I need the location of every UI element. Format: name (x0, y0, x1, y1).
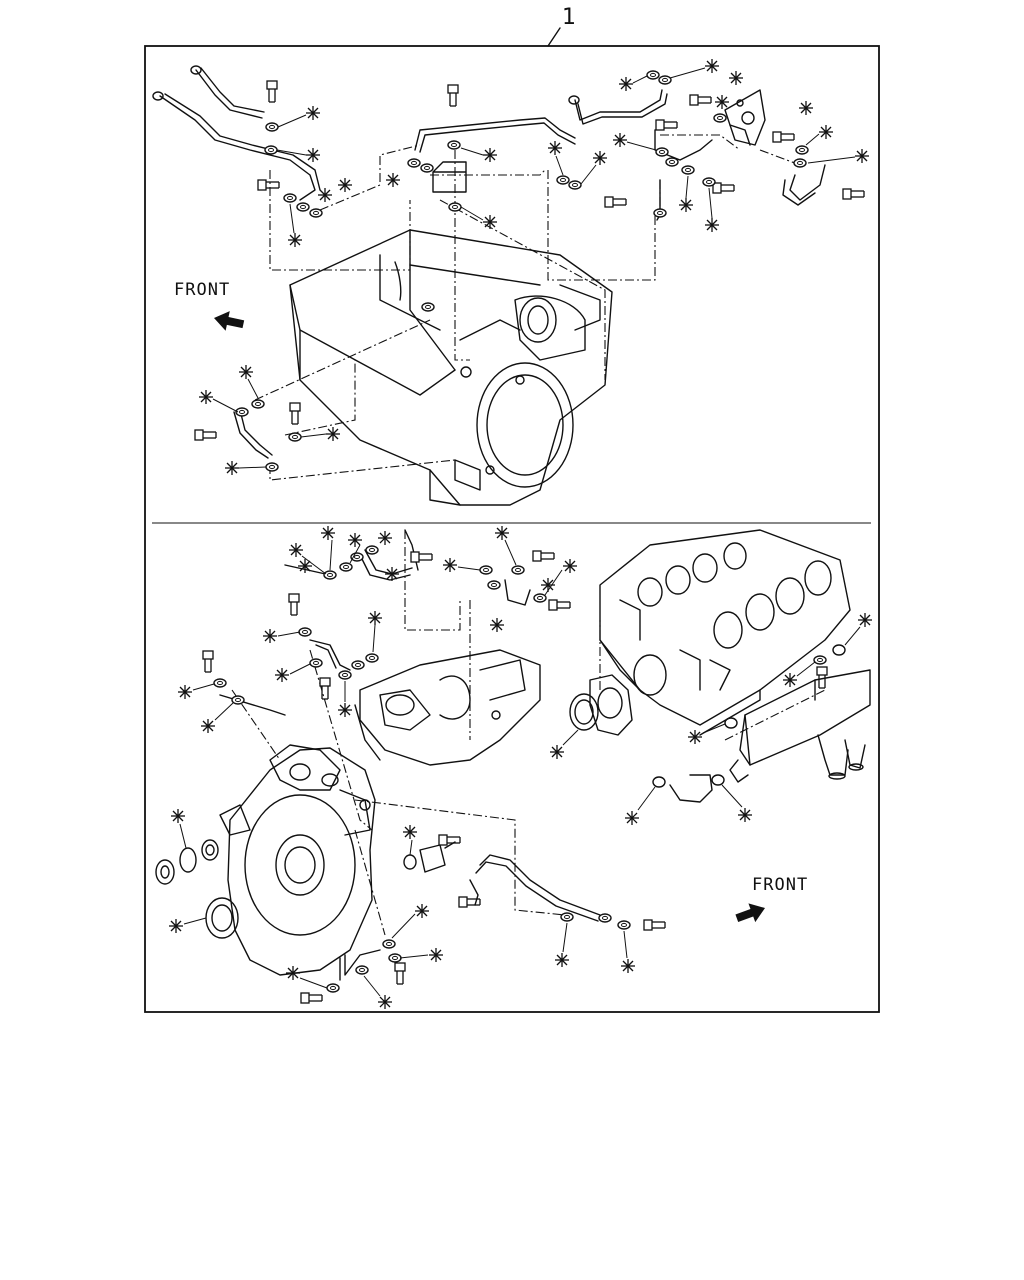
engine-housing-top (289, 229, 613, 506)
bottom-panel: FRONT (155, 525, 873, 1010)
front-arrow-top-icon (211, 308, 246, 335)
pipes-top (152, 65, 826, 459)
seal-rings-left (155, 839, 239, 939)
callout-leader (547, 27, 561, 47)
elbow-pipe (652, 774, 725, 803)
asterisk-markers-top (198, 58, 870, 476)
front-arrow-bottom-icon (733, 898, 769, 928)
top-panel: FRONT (152, 58, 870, 506)
leader-lines-bottom (179, 539, 861, 997)
bolts-top (194, 80, 865, 441)
engine-block (599, 529, 851, 736)
spacer-block-top (432, 161, 467, 193)
callout-number: 1 (562, 5, 576, 30)
front-label-bottom: FRONT (752, 875, 808, 895)
flywheel-housing (219, 744, 376, 976)
washers-bottom (213, 545, 827, 993)
pressure-sensor (403, 841, 456, 873)
diagram-frame (144, 45, 880, 1013)
front-label-top: FRONT (174, 280, 230, 300)
oil-seal-plate (569, 674, 633, 736)
valve-block-top (724, 89, 766, 146)
leader-lines-top (212, 67, 856, 469)
assembly-lines-bottom (231, 530, 826, 936)
pump-assembly (354, 649, 541, 766)
oil-cooler (724, 644, 871, 783)
